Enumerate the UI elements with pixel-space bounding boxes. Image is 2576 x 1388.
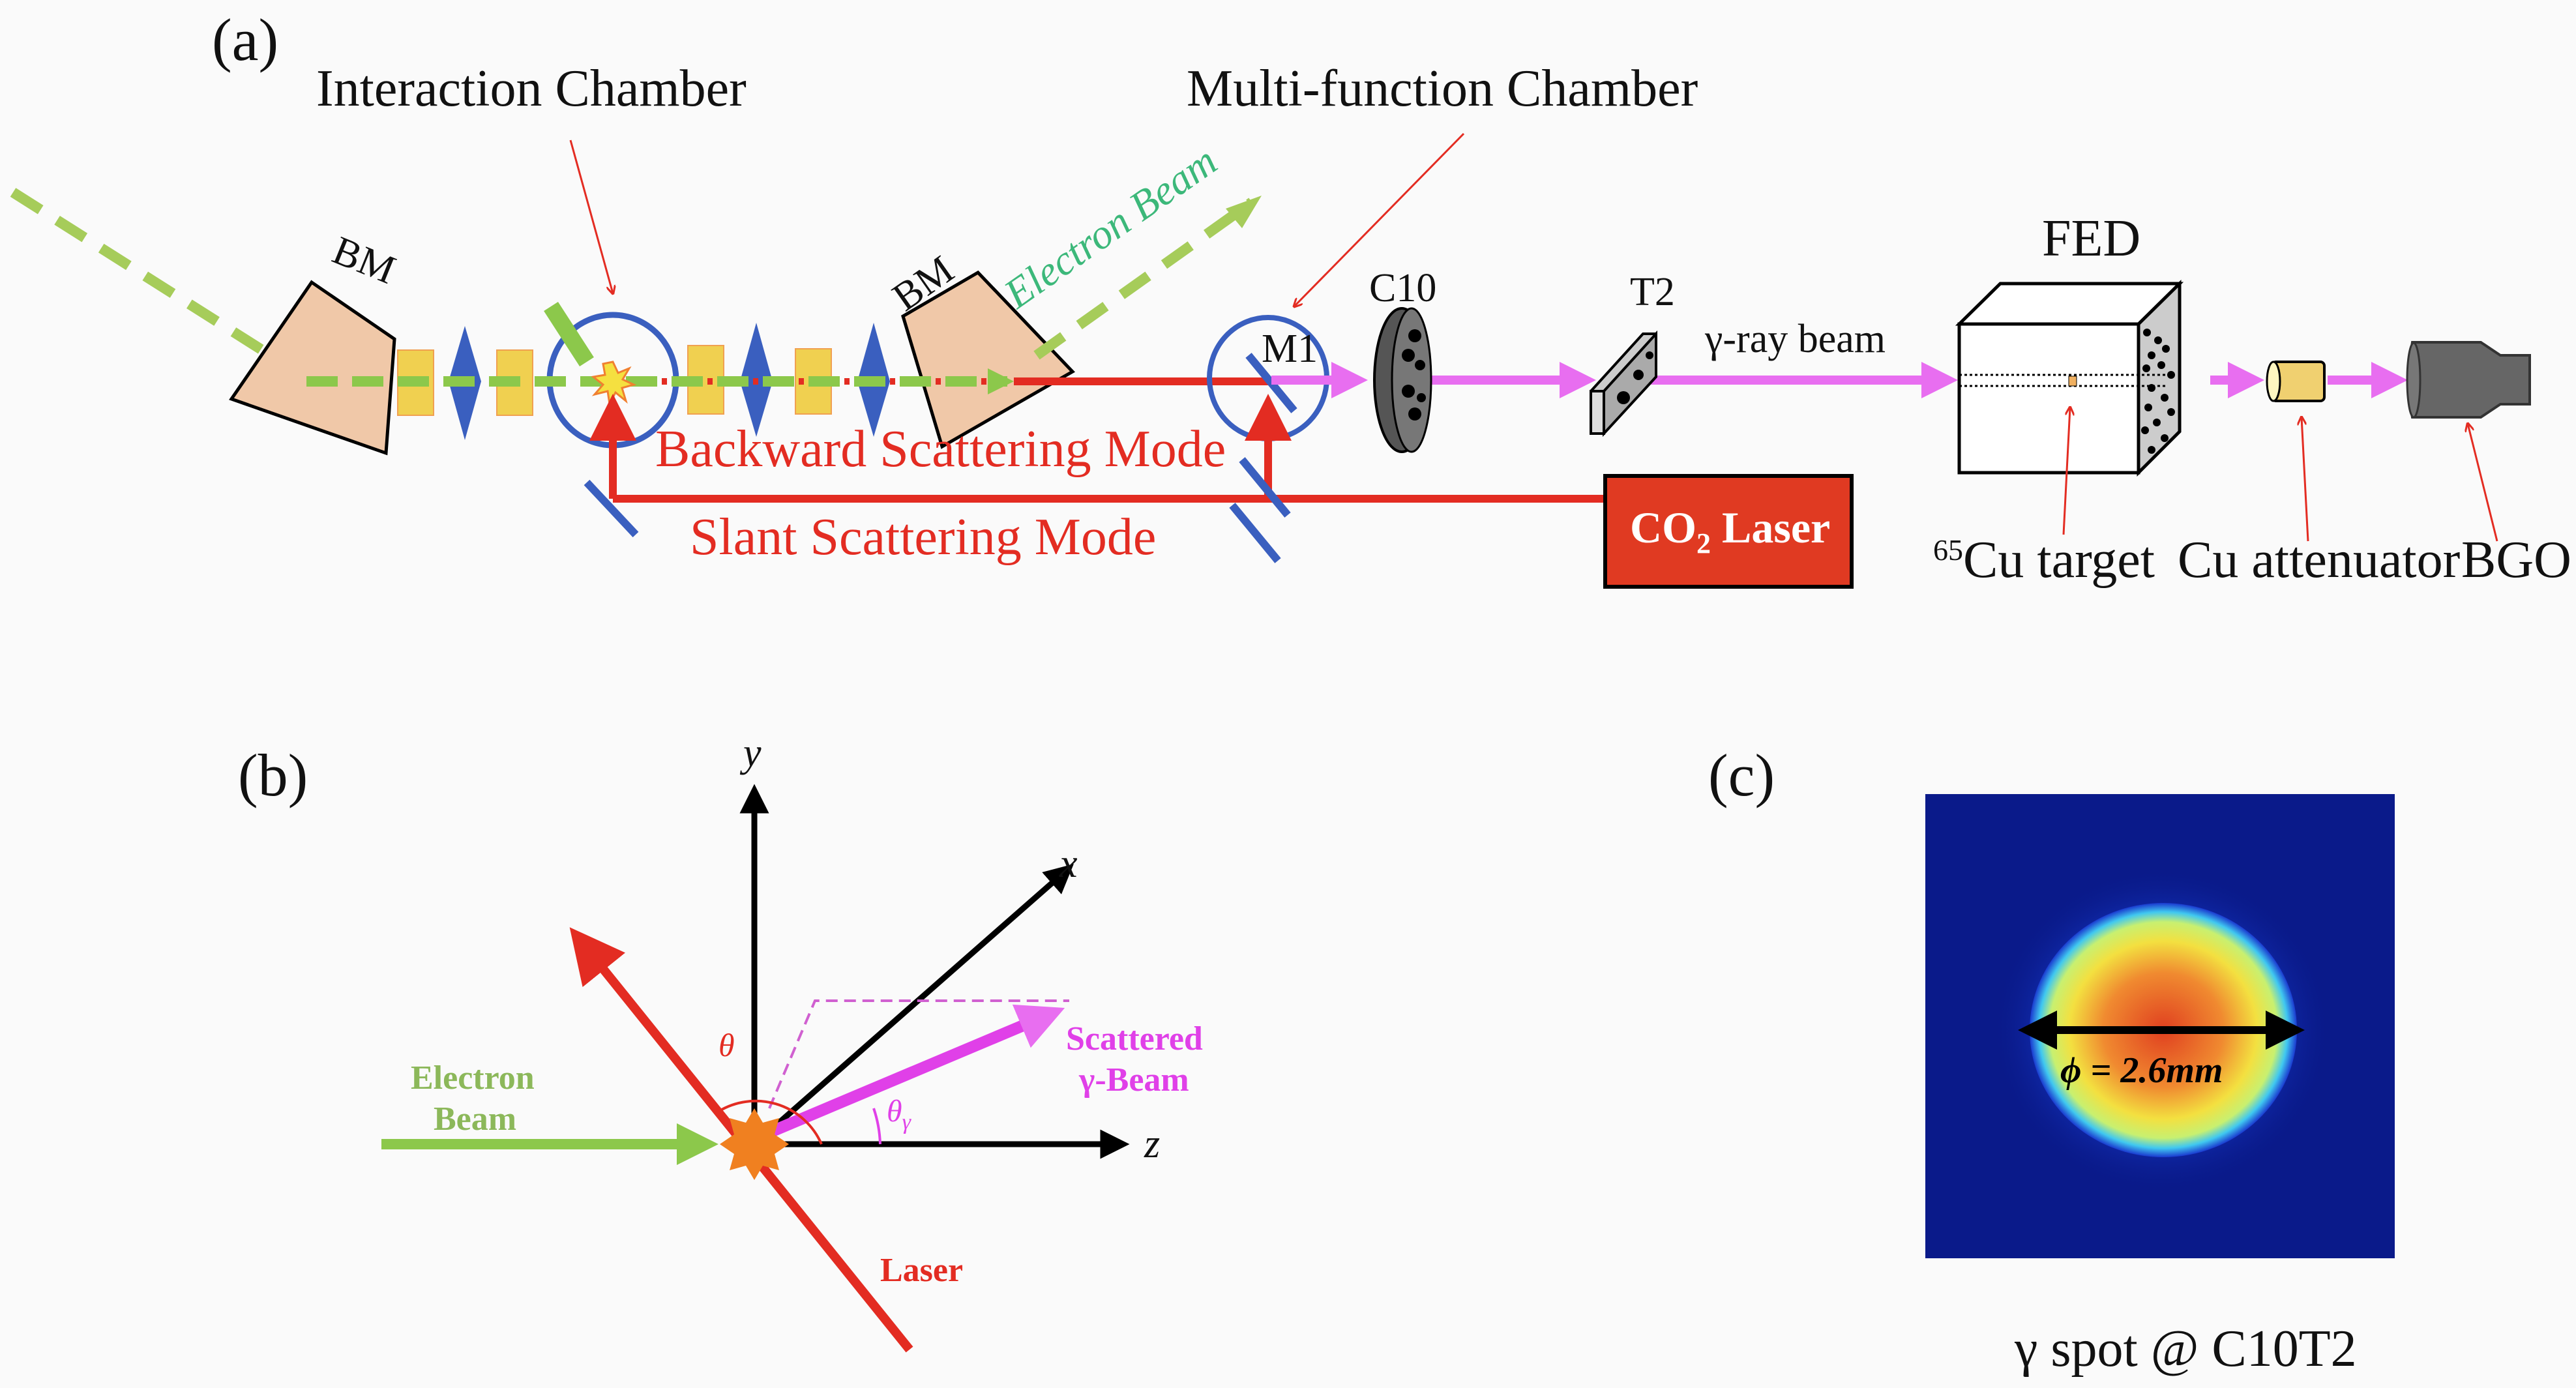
theta-gamma-label: θγ (887, 1094, 912, 1134)
theta-gamma-arc (872, 1108, 881, 1145)
scattered-label-1: Scattered (1066, 1020, 1203, 1057)
collision-star-icon (720, 1108, 789, 1180)
splitter-mirror-2 (1229, 503, 1281, 563)
bending-magnet-left (229, 280, 396, 456)
panel-a: (a) Interaction Chamber Multi-function C… (10, 7, 2571, 589)
cu-target-pointer (2062, 407, 2070, 535)
panel-c: (c) ϕ = 2.6mm γ spot @ C10T2 (1708, 742, 2395, 1378)
bgo-label: BGO (2461, 531, 2571, 589)
incoming-electron-beam (10, 188, 310, 383)
projection-dashed-line (768, 999, 1069, 1109)
electron-beam-arrowhead (988, 368, 1014, 394)
panel-b-label: (b) (238, 742, 308, 808)
theta-arc (714, 1099, 823, 1145)
m1-label: M1 (1262, 327, 1318, 371)
interaction-mirror (544, 301, 594, 367)
theta-label: θ (718, 1027, 735, 1063)
co2-laser-box (1603, 474, 1854, 589)
multifunction-chamber-label: Multi-function Chamber (1187, 60, 1698, 117)
electron-beam-label-1: Electron (411, 1059, 535, 1097)
z-axis-label: z (1144, 1122, 1160, 1166)
cu-attenuator-label: Cu attenuator (2178, 531, 2460, 589)
scattered-gamma-arrow (770, 1004, 1065, 1137)
slant-mirror (584, 479, 639, 538)
multifunction-chamber-pointer (1294, 132, 1465, 306)
electron-beam-label: Electron Beam (995, 138, 1225, 318)
interaction-chamber-label: Interaction Chamber (316, 60, 747, 117)
gamma-beam-label: γ-ray beam (1704, 317, 1886, 361)
collimator-c10 (1373, 307, 1432, 453)
cu-target-label: 65Cu target (1933, 531, 2155, 589)
splitter-mirror-1 (1239, 457, 1291, 518)
spot-caption: γ spot @ C10T2 (2014, 1320, 2357, 1378)
cu-attenuator-pointer (2302, 417, 2309, 542)
c10-label: C10 (1369, 266, 1436, 310)
laser-label: Laser (880, 1252, 963, 1289)
scattered-label-2: γ-Beam (1078, 1061, 1189, 1099)
outgoing-electron-arrowhead (1226, 196, 1262, 228)
outgoing-electron-beam (1033, 198, 1255, 360)
bgo-pointer (2468, 424, 2498, 542)
electron-beam-label-2: Beam (434, 1100, 516, 1138)
panel-c-label: (c) (1708, 742, 1775, 808)
cu-attenuator (2266, 361, 2326, 402)
slant-mode-label: Slant Scattering Mode (690, 509, 1156, 566)
interaction-chamber-pointer (569, 140, 613, 293)
panel-b: (b) y z x Laser Electron Beam Scattered … (238, 731, 1203, 1353)
diameter-label: ϕ = 2.6mm (2060, 1050, 2223, 1091)
target-t2 (1590, 330, 1657, 437)
x-axis (767, 864, 1074, 1134)
bending-magnet-right (901, 270, 1076, 449)
backward-mode-label: Backward Scattering Mode (655, 421, 1226, 478)
bgo-detector (2406, 341, 2531, 419)
x-axis-label: x (1059, 842, 1078, 886)
fed-label: FED (2042, 210, 2140, 267)
panel-a-label: (a) (212, 7, 278, 73)
co2-laser-label: CO2 Laser (1630, 503, 1830, 559)
y-axis-label: y (739, 731, 762, 775)
bm-left-label: BM (327, 228, 402, 293)
fed-detector (1955, 280, 2184, 477)
t2-label: T2 (1630, 270, 1675, 314)
